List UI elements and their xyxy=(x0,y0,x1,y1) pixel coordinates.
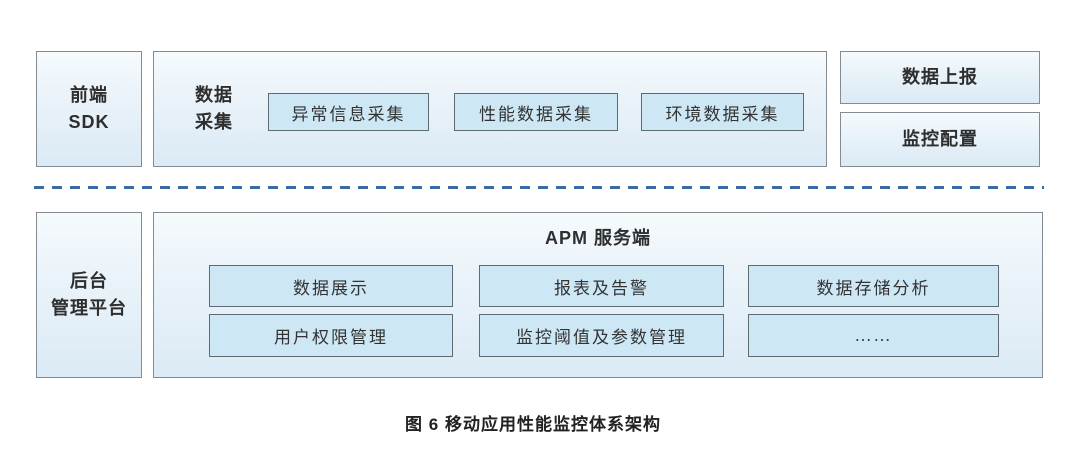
data-collection-group-label: 数据 采集 xyxy=(184,52,244,166)
apm-item-ellipsis: …… xyxy=(748,314,999,357)
apm-item-user-permission: 用户权限管理 xyxy=(209,314,453,357)
frontend-sdk-label-line2: SDK xyxy=(68,112,110,132)
collection-item-environment: 环境数据采集 xyxy=(641,93,804,131)
figure-caption: 图 6 移动应用性能监控体系架构 xyxy=(405,415,661,434)
frontend-sdk-label-line1: 前端 xyxy=(69,85,108,105)
data-collection-label-line2: 采集 xyxy=(195,112,233,132)
frontend-sdk-box: 前端 SDK xyxy=(36,51,142,167)
data-report-box: 数据上报 xyxy=(840,51,1040,104)
data-report-label: 数据上报 xyxy=(902,67,978,87)
collection-item-exception: 异常信息采集 xyxy=(268,93,429,131)
collection-item-performance: 性能数据采集 xyxy=(454,93,618,131)
frontend-sdk-label: 前端 SDK xyxy=(68,82,109,136)
data-collection-label-line1: 数据 xyxy=(195,85,233,105)
apm-item-storage-analysis: 数据存储分析 xyxy=(748,265,999,307)
data-collection-group: 数据 采集 异常信息采集 性能数据采集 环境数据采集 xyxy=(153,51,827,167)
monitor-config-label: 监控配置 xyxy=(902,129,978,149)
backend-platform-label-line1: 后台 xyxy=(70,271,108,291)
backend-platform-label: 后台 管理平台 xyxy=(51,268,127,322)
separator-dashed-line xyxy=(34,186,1044,189)
apm-item-threshold-params: 监控阈值及参数管理 xyxy=(479,314,724,357)
apm-server-group: APM 服务端 数据展示 报表及告警 数据存储分析 用户权限管理 监控阈值及参数… xyxy=(153,212,1043,378)
backend-platform-box: 后台 管理平台 xyxy=(36,212,142,378)
apm-item-data-display: 数据展示 xyxy=(209,265,453,307)
backend-platform-label-line2: 管理平台 xyxy=(51,298,127,318)
apm-server-title: APM 服务端 xyxy=(545,228,651,248)
monitor-config-box: 监控配置 xyxy=(840,112,1040,167)
apm-item-report-alert: 报表及告警 xyxy=(479,265,724,307)
